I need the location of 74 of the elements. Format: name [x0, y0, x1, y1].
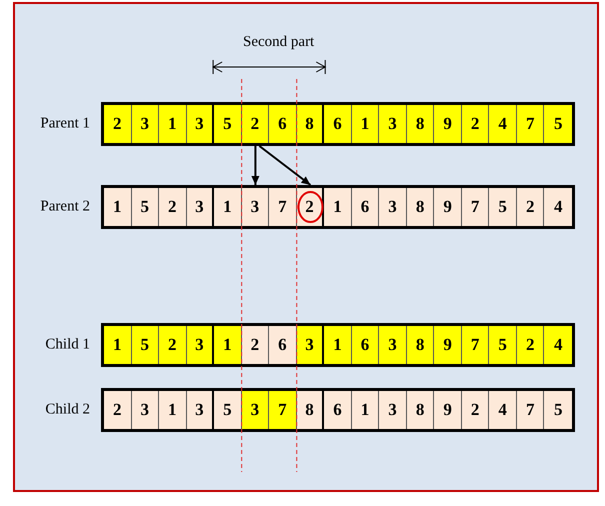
gene-cell: 5	[544, 391, 572, 429]
gene-cell: 8	[406, 326, 434, 364]
gene-cell: 6	[269, 105, 297, 143]
gene-cell: 3	[296, 326, 324, 364]
gene-cell: 3	[186, 326, 214, 364]
gene-cell: 7	[269, 391, 297, 429]
gene-cell: 7	[462, 326, 490, 364]
gene-cell: 8	[406, 391, 434, 429]
gene-cell: 3	[242, 391, 270, 429]
gene-cell: 9	[434, 391, 462, 429]
gene-cell: 5	[214, 391, 242, 429]
gene-cell: 3	[132, 105, 160, 143]
gene-cell: 2	[516, 188, 544, 226]
gene-cell: 9	[434, 326, 462, 364]
gene-cell: 5	[214, 105, 242, 143]
gene-cell: 5	[489, 188, 517, 226]
gene-cell: 7	[269, 188, 297, 226]
gene-cell: 8	[406, 188, 434, 226]
gene-cell: 3	[242, 188, 270, 226]
gene-cell: 4	[544, 326, 572, 364]
gene-cell: 3	[379, 326, 407, 364]
arrow	[258, 145, 312, 186]
gene-cell: 1	[352, 391, 380, 429]
gene-cell: 4	[489, 105, 517, 143]
gene-cell: 6	[324, 391, 352, 429]
gene-cell: 9	[434, 105, 462, 143]
gene-cell: 3	[186, 391, 214, 429]
gene-cell: 3	[379, 105, 407, 143]
gene-cell: 2	[516, 326, 544, 364]
gene-cell: 8	[296, 391, 324, 429]
gene-cell: 1	[159, 105, 187, 143]
gene-cell: 2	[462, 391, 490, 429]
gene-cell: 2	[462, 105, 490, 143]
row-label: Parent 1	[40, 116, 90, 132]
gene-cell: 3	[186, 105, 214, 143]
gene-cell: 5	[132, 188, 160, 226]
gene-cell: 4	[489, 391, 517, 429]
arrow	[251, 146, 260, 185]
gene-cell: 1	[352, 105, 380, 143]
gene-cell: 1	[214, 188, 242, 226]
gene-cell: 1	[104, 188, 132, 226]
gene-cell: 6	[324, 105, 352, 143]
gene-cell: 7	[516, 391, 544, 429]
gene-cell: 6	[269, 326, 297, 364]
row-label: Parent 2	[40, 198, 90, 216]
gene-cell: 3	[379, 188, 407, 226]
gene-cell: 6	[352, 188, 380, 226]
gene-cell: 2	[104, 391, 132, 429]
row-label: Child 2	[45, 402, 90, 418]
gene-cell: 2	[242, 326, 270, 364]
gene-cell: 6	[352, 326, 380, 364]
gene-cell: 3	[132, 391, 160, 429]
gene-cell: 1	[159, 391, 187, 429]
gene-cell: 3	[379, 391, 407, 429]
section-label: Second part	[243, 34, 314, 51]
gene-cell: 4	[544, 188, 572, 226]
gene-cell: 5	[489, 326, 517, 364]
gene-cell: 7	[462, 188, 490, 226]
gene-cell: 1	[324, 188, 352, 226]
gene-cell: 3	[186, 188, 214, 226]
gene-cell: 8	[406, 105, 434, 143]
gene-cell: 2	[159, 188, 187, 226]
row-label: Child 1	[45, 336, 90, 354]
gene-cell: 5	[132, 326, 160, 364]
gene-cell: 5	[544, 105, 572, 143]
gene-cell: 9	[434, 188, 462, 226]
gene-cell: 7	[516, 105, 544, 143]
gene-cell: 2	[242, 105, 270, 143]
gene-cell: 8	[296, 105, 324, 143]
gene-cell: 1	[104, 326, 132, 364]
gene-cell: 1	[324, 326, 352, 364]
gene-cell: 2	[104, 105, 132, 143]
gene-cell: 2	[159, 326, 187, 364]
gene-cell: 1	[214, 326, 242, 364]
